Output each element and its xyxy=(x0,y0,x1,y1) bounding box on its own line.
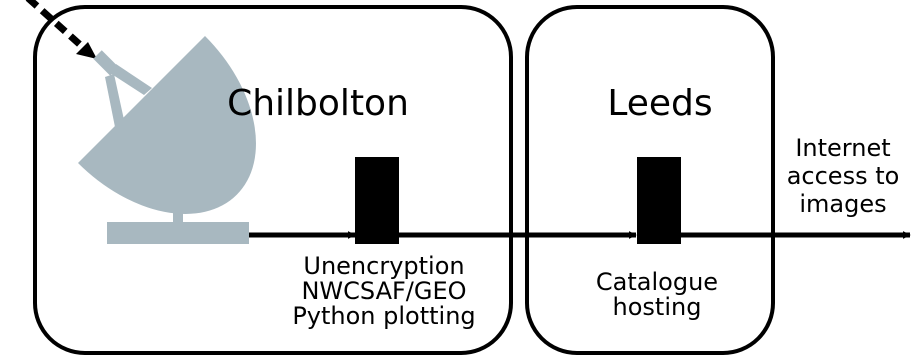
output-line: images xyxy=(799,190,887,218)
internet-access-label: Internet access to images xyxy=(787,134,900,218)
chilbolton-title: Chilbolton xyxy=(227,83,409,124)
satellite-dish-icon xyxy=(78,36,256,244)
processing-step: Unencryption xyxy=(303,252,465,280)
processing-step: Python plotting xyxy=(292,302,476,330)
processing-step: Catalogue xyxy=(595,268,719,296)
output-line: access to xyxy=(786,162,900,190)
leeds-processing-steps: Catalogue hosting xyxy=(596,270,718,320)
processing-step: NWCSAF/GEO xyxy=(301,277,467,305)
processing-step: hosting xyxy=(612,293,702,321)
output-line: Internet xyxy=(795,134,891,162)
leeds-title: Leeds xyxy=(607,83,713,124)
leeds-box xyxy=(525,5,775,355)
leeds-server-icon xyxy=(637,157,681,244)
incoming-signal-arrow xyxy=(25,0,97,59)
chilbolton-box xyxy=(33,5,513,355)
chilbolton-server-icon xyxy=(355,157,399,244)
chilbolton-processing-steps: Unencryption NWCSAF/GEO Python plotting xyxy=(292,254,475,329)
